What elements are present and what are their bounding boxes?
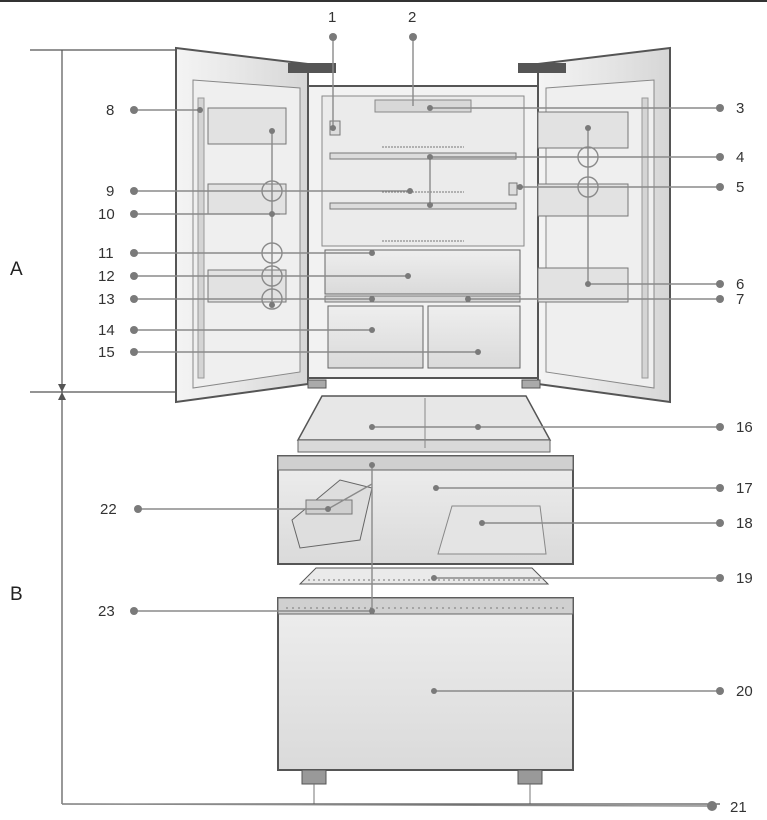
callout-numbers: 1 2 3 4 5 6 7 8 9 10 11 12 13 14 15 16 1…: [98, 9, 753, 816]
dimension-arrows: [58, 384, 66, 400]
right-foot: [517, 769, 543, 785]
callout-16: 16: [736, 419, 753, 436]
callout-19: 19: [736, 570, 753, 587]
callout-2: 2: [408, 9, 416, 26]
shelf-2: [329, 202, 517, 210]
left-foot: [301, 769, 327, 785]
lower-freezer-drawer: [277, 597, 574, 771]
ice-mat: [437, 505, 547, 555]
crisper-left: [327, 305, 424, 369]
callout-6: 6: [736, 276, 744, 293]
callout-lines: [61, 37, 720, 807]
cabinet-inner: [321, 95, 525, 247]
right-door-bin-3: [537, 267, 629, 303]
callout-rings: [261, 146, 599, 310]
left-door-bin-1: [207, 107, 287, 145]
right-door-bin-2: [537, 183, 629, 217]
crisper-right: [427, 305, 521, 369]
callout-dots: [130, 33, 724, 811]
callout-17: 17: [736, 480, 753, 497]
left-door: [175, 46, 336, 404]
right-door-bin-1: [537, 111, 629, 149]
right-door: [518, 46, 671, 404]
callout-8: 8: [106, 102, 114, 119]
freezer-divider: [298, 567, 550, 585]
callout-22: 22: [100, 501, 117, 518]
callout-7: 7: [736, 291, 744, 308]
callout-4: 4: [736, 149, 744, 166]
section-label-b: B: [10, 584, 23, 605]
callout-13: 13: [98, 291, 115, 308]
freezer-top-tray: [296, 395, 552, 441]
callout-11: 11: [98, 245, 114, 262]
chiller-drawer: [324, 249, 521, 295]
section-label-a: A: [10, 259, 23, 280]
shelf-1: [329, 152, 517, 160]
callout-12: 12: [98, 268, 115, 285]
callout-10: 10: [98, 206, 115, 223]
left-door-bin-2: [207, 183, 287, 215]
callout-3: 3: [736, 100, 744, 117]
fridge-compartment: [307, 85, 539, 379]
ice-tray: [291, 479, 373, 549]
vent-grills: [382, 146, 464, 242]
callout-15: 15: [98, 344, 115, 361]
callout-20: 20: [736, 683, 753, 700]
callout-1: 1: [328, 9, 336, 26]
callout-23: 23: [98, 603, 115, 620]
light-box: [374, 99, 472, 113]
callout-9: 9: [106, 183, 114, 200]
callout-18: 18: [736, 515, 753, 532]
callout-5: 5: [736, 179, 744, 196]
freezer-section: [277, 395, 574, 804]
callout-14: 14: [98, 322, 115, 339]
callout-21: 21: [730, 799, 747, 816]
